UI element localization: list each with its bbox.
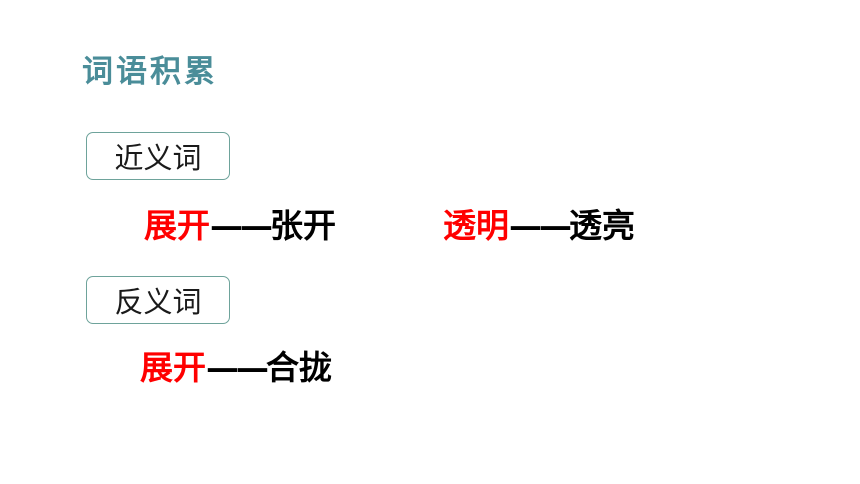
synonym-label: 近义词	[114, 141, 202, 175]
page-title: 词语积累	[82, 54, 218, 90]
antonym-label-box: 反义词	[86, 276, 230, 324]
synonym-pair: 透明——透亮	[443, 206, 635, 246]
synonym-pair: 展开——张开	[144, 206, 336, 246]
pair-match: 透亮	[569, 206, 635, 245]
pair-dash: ——	[509, 206, 572, 245]
synonym-label-box: 近义词	[86, 132, 230, 180]
pair-match: 合拢	[266, 348, 332, 387]
pair-word: 透明	[443, 206, 509, 245]
pair-word: 展开	[144, 206, 210, 245]
antonym-label: 反义词	[114, 285, 202, 319]
antonym-pair: 展开——合拢	[140, 348, 332, 388]
pair-word: 展开	[140, 348, 206, 387]
pair-dash: ——	[210, 206, 273, 245]
pair-match: 张开	[270, 206, 336, 245]
pair-dash: ——	[206, 348, 269, 387]
